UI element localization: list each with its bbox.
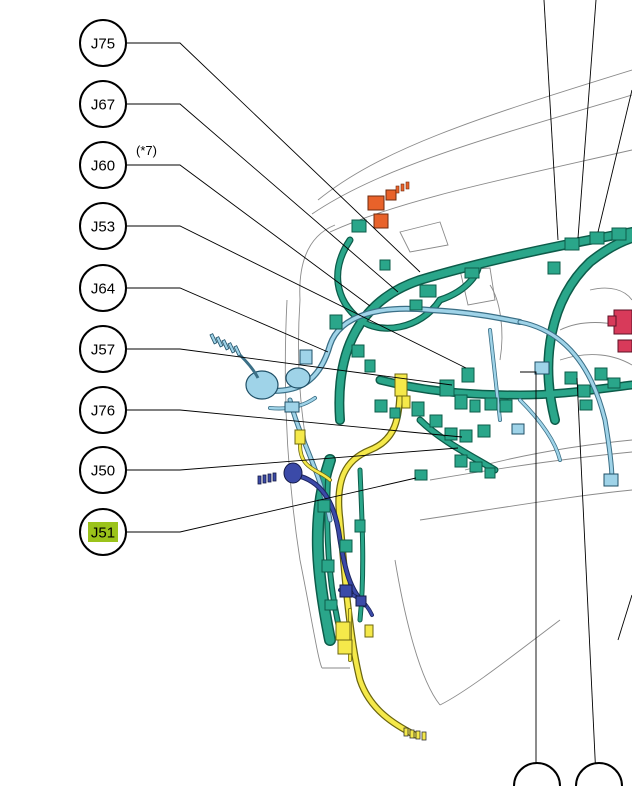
leader-j57 [126,348,453,386]
callout-j67-label: J67 [91,97,115,114]
teal-main-harness [311,227,632,653]
callout-j53: J53 [79,202,127,250]
leader-j50 [126,447,459,471]
yellow-connectors [294,373,411,655]
callout-j76-label: J76 [91,403,115,420]
leader-lines [126,0,632,779]
callout-j60-note: (*7) [136,143,157,158]
callout-j57: J57 [79,325,127,373]
callout-j51-highlight [88,522,118,542]
yellow-terminal-end [403,727,427,741]
callout-partial-bottom-right [575,762,623,786]
callout-j76: J76 [79,386,127,434]
callout-j53-label: J53 [91,219,115,236]
leader-j67 [126,103,399,293]
teal-connectors [317,219,627,611]
callout-j67: J67 [79,80,127,128]
leader-j53 [126,225,467,369]
red-connector [607,309,632,353]
leader-j51 [126,477,417,533]
leader-j64 [126,287,329,353]
leader-j60 [126,164,371,307]
callout-j60-label: J60 [91,158,115,175]
callout-j75: J75 [79,19,127,67]
navy-terminal-end [257,472,277,485]
callout-j50: J50 [79,446,127,494]
callout-j50-label: J50 [91,463,115,480]
callout-j75-label: J75 [91,36,115,53]
callout-j51-label: J51 [91,525,115,542]
navy-connectors [283,462,367,607]
callout-j64: J64 [79,264,127,312]
callout-partial-bottom-left [513,762,561,786]
callout-j64-label: J64 [91,281,115,298]
callout-j57-label: J57 [91,342,115,359]
leader-j75 [126,42,421,273]
lightblue-terminal-end [209,333,242,357]
callout-j51: J51 [79,508,127,556]
leader-j76 [126,409,463,438]
orange-connector [367,181,410,229]
callout-j60: J60 (*7) [79,141,157,189]
lightblue-connector-cluster [245,349,619,487]
lightblue-wires [257,305,615,523]
